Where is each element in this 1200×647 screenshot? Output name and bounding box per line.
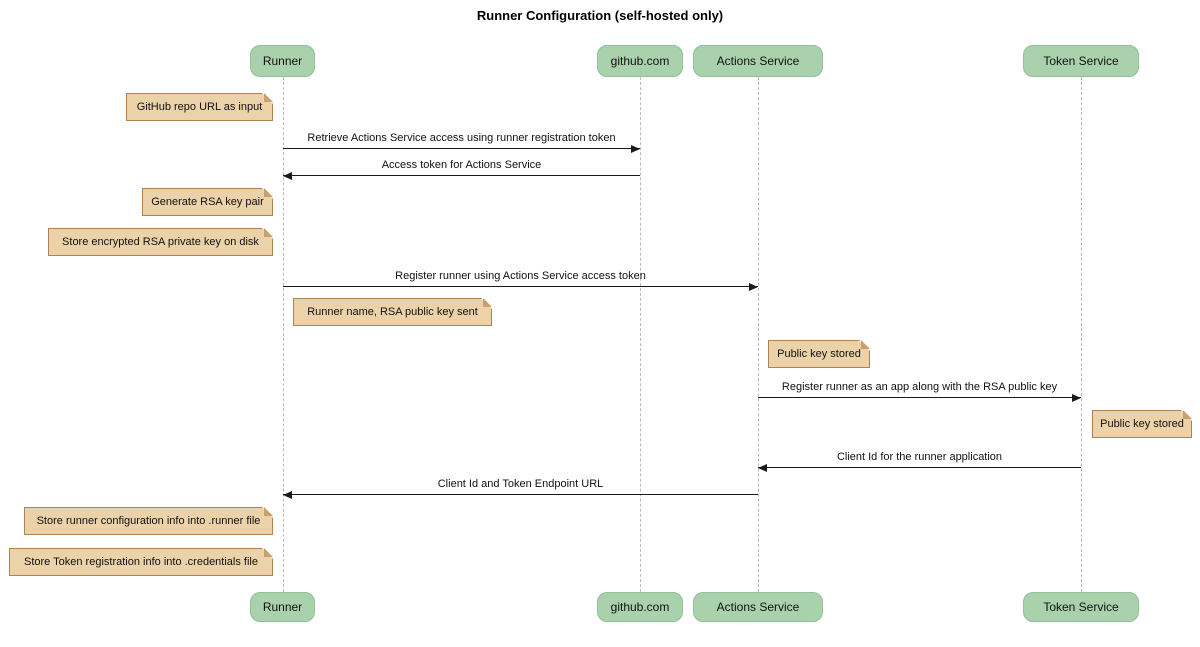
message-line [283,175,640,176]
note: GitHub repo URL as input [126,93,273,121]
note-label: Generate RSA key pair [151,196,264,208]
note: Store runner configuration info into .ru… [24,507,273,535]
participant-label-token: Token Service [1043,54,1119,68]
note-label: Store Token registration info into .cred… [24,556,258,568]
participant-box-runner-bottom: Runner [250,592,315,622]
participant-box-github-top: github.com [597,45,683,77]
message-line [758,397,1081,398]
message-arrowhead [631,144,640,153]
lifeline-token [1081,77,1082,592]
note-label: Store encrypted RSA private key on disk [62,236,259,248]
message-arrowhead [758,463,767,472]
participant-label-actions: Actions Service [716,54,800,68]
participant-box-actions-bottom: Actions Service [693,592,823,622]
note: Public key stored [768,340,870,368]
note: Store Token registration info into .cred… [9,548,273,576]
lifeline-actions [758,77,759,592]
participant-label-runner: Runner [262,600,303,614]
message-label: Register runner using Actions Service ac… [395,270,646,282]
lifeline-github [640,77,641,592]
message-label: Client Id for the runner application [836,451,1003,463]
note: Runner name, RSA public key sent [293,298,492,326]
note-label: Store runner configuration info into .ru… [36,515,261,527]
participant-label-runner: Runner [262,54,303,68]
message-arrowhead [1072,393,1081,402]
participant-box-token-bottom: Token Service [1023,592,1139,622]
diagram-title: Runner Configuration (self-hosted only) [476,8,724,23]
message-arrowhead [283,171,292,180]
note: Store encrypted RSA private key on disk [48,228,273,256]
participant-box-actions-top: Actions Service [693,45,823,77]
message-label: Access token for Actions Service [381,159,542,171]
lifeline-runner [283,77,284,592]
message-label: Retrieve Actions Service access using ru… [307,132,616,144]
message-arrowhead [283,490,292,499]
participant-box-github-bottom: github.com [597,592,683,622]
participant-label-github: github.com [610,54,670,68]
note: Public key stored [1092,410,1192,438]
participant-box-runner-top: Runner [250,45,315,77]
note-label: GitHub repo URL as input [136,101,263,113]
message-line [283,494,758,495]
note-label: Public key stored [1100,418,1184,430]
note: Generate RSA key pair [142,188,273,216]
participant-label-token: Token Service [1043,600,1119,614]
message-line [283,148,640,149]
message-arrowhead [749,282,758,291]
participant-label-actions: Actions Service [716,600,800,614]
message-label: Client Id and Token Endpoint URL [437,478,604,490]
participant-box-token-top: Token Service [1023,45,1139,77]
message-line [758,467,1081,468]
note-label: Runner name, RSA public key sent [307,306,478,318]
message-line [283,286,758,287]
note-label: Public key stored [777,348,861,360]
participant-label-github: github.com [610,600,670,614]
message-label: Register runner as an app along with the… [781,381,1058,393]
